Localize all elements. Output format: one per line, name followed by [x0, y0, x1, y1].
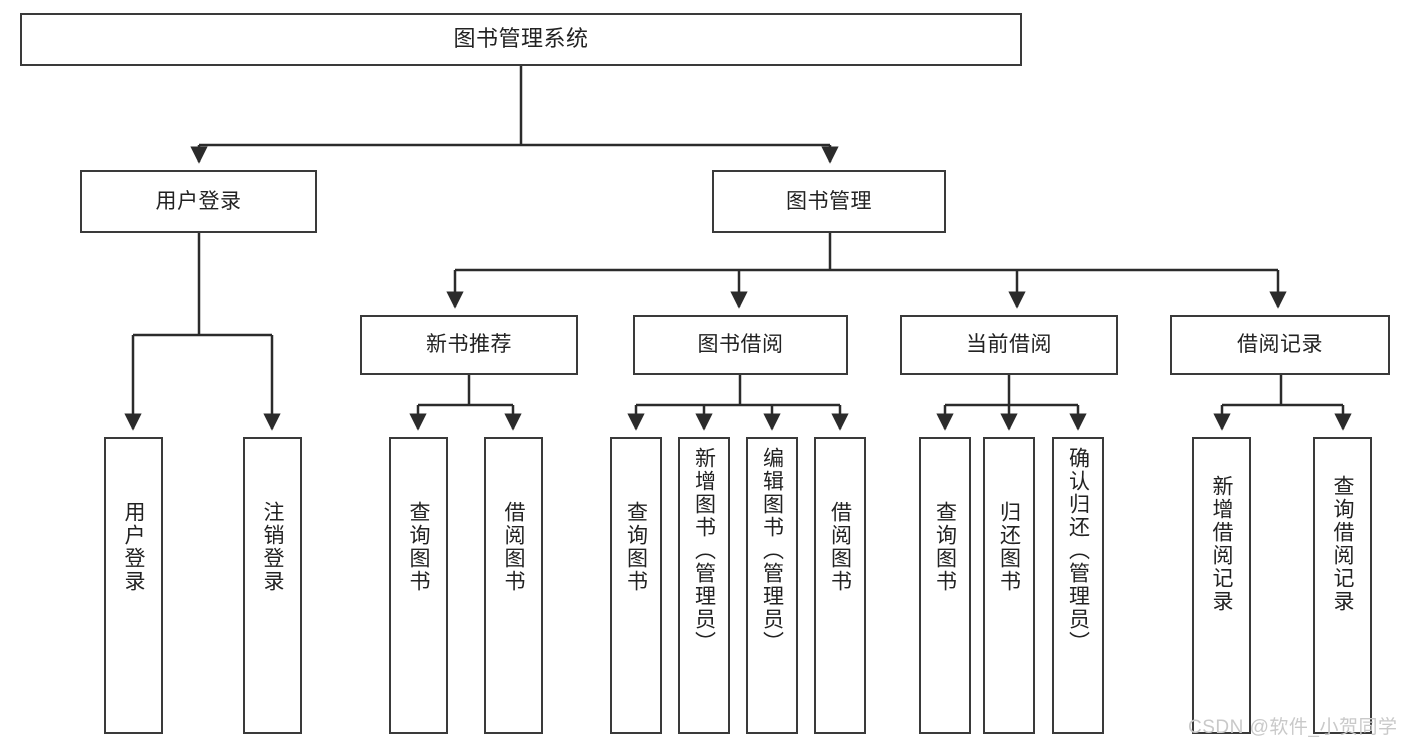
leaf-search-books-recommend[interactable]: 查询图书: [389, 437, 448, 734]
node-label: 查询图书: [407, 501, 430, 593]
node-label: 借阅图书: [828, 501, 852, 593]
node-book-borrow[interactable]: 图书借阅: [633, 315, 848, 375]
leaf-user-login[interactable]: 用户登录: [104, 437, 163, 734]
leaf-search-borrow-record[interactable]: 查询借阅记录: [1313, 437, 1372, 734]
node-label: 新增借阅记录: [1210, 475, 1233, 613]
leaf-return-books[interactable]: 归还图书: [983, 437, 1035, 734]
node-label: 借阅图书: [502, 501, 525, 593]
leaf-search-books-current[interactable]: 查询图书: [919, 437, 971, 734]
node-new-book-recommend[interactable]: 新书推荐: [360, 315, 578, 375]
leaf-confirm-return-admin[interactable]: 确认归还（管理员）: [1052, 437, 1104, 734]
node-label: 新书推荐: [426, 333, 512, 357]
leaf-add-borrow-record[interactable]: 新增借阅记录: [1192, 437, 1251, 734]
node-label: 注销登录: [261, 501, 284, 593]
node-label: 查询借阅记录: [1331, 475, 1354, 613]
node-label: 编辑图书（管理员）: [760, 447, 784, 654]
node-label: 借阅记录: [1237, 333, 1323, 357]
node-label: 图书借阅: [697, 333, 784, 357]
node-label: 图书管理系统: [453, 26, 589, 52]
node-label: 用户登录: [155, 189, 242, 213]
node-label: 归还图书: [997, 501, 1021, 593]
node-label: 用户登录: [122, 501, 145, 593]
node-user-login[interactable]: 用户登录: [80, 170, 317, 233]
leaf-add-book-admin[interactable]: 新增图书（管理员）: [678, 437, 730, 734]
csdn-watermark: CSDN @软件_小贺同学: [1188, 717, 1398, 738]
leaf-borrow-books-recommend[interactable]: 借阅图书: [484, 437, 543, 734]
node-label: 新增图书（管理员）: [692, 447, 716, 654]
node-label: 图书管理: [786, 189, 872, 213]
node-label: 当前借阅: [966, 333, 1052, 357]
node-book-management[interactable]: 图书管理: [712, 170, 946, 233]
leaf-edit-book-admin[interactable]: 编辑图书（管理员）: [746, 437, 798, 734]
node-label: 查询图书: [624, 501, 648, 593]
node-label: 确认归还（管理员）: [1066, 447, 1090, 654]
node-current-borrow[interactable]: 当前借阅: [900, 315, 1118, 375]
leaf-logout[interactable]: 注销登录: [243, 437, 302, 734]
node-label: 查询图书: [933, 501, 957, 593]
leaf-borrow-books[interactable]: 借阅图书: [814, 437, 866, 734]
node-borrow-records[interactable]: 借阅记录: [1170, 315, 1390, 375]
leaf-search-books-borrow[interactable]: 查询图书: [610, 437, 662, 734]
node-root-book-management-system[interactable]: 图书管理系统: [20, 13, 1022, 66]
